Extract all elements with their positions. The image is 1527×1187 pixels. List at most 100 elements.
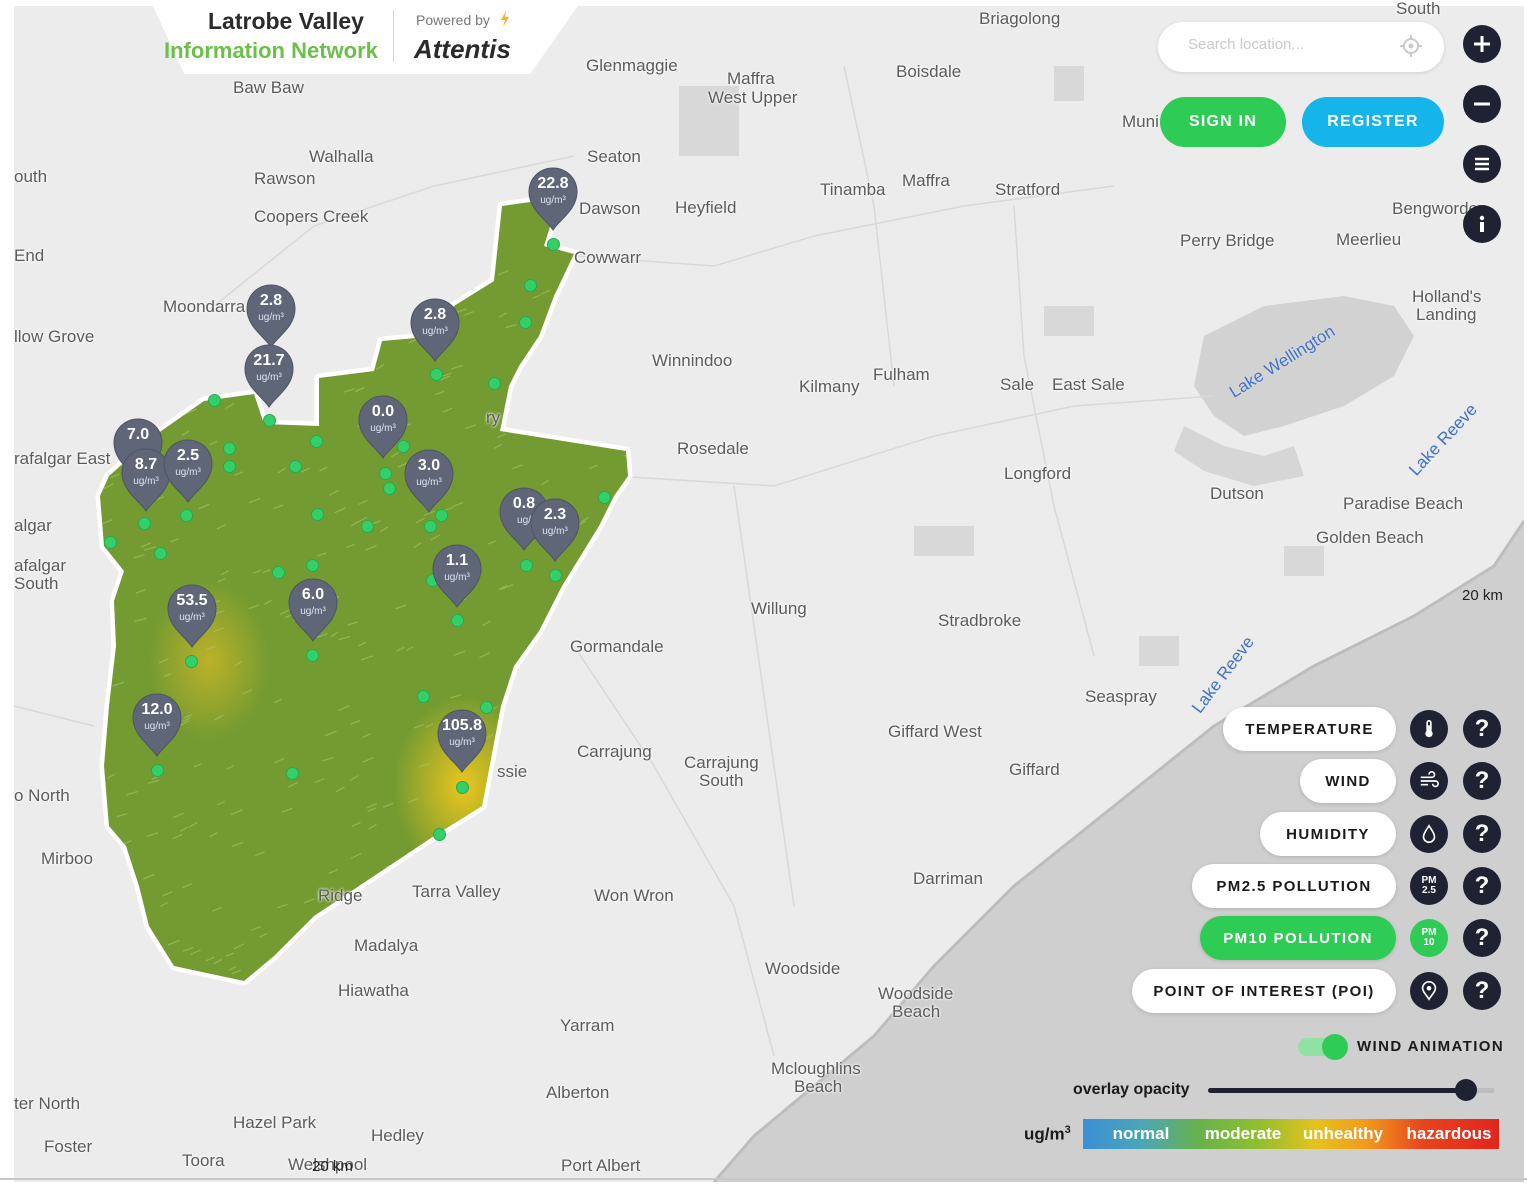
layer-button-wind[interactable]: WIND <box>1300 759 1396 803</box>
help-icon[interactable]: ? <box>1463 919 1501 957</box>
marker-unit: ug/m³ <box>258 312 284 323</box>
map-pin-icon[interactable] <box>1410 972 1448 1010</box>
map-pin-icon <box>437 709 487 773</box>
help-icon[interactable]: ? <box>1463 867 1501 905</box>
sensor-dot[interactable] <box>433 828 446 841</box>
scale-bottom: 20 km <box>312 1158 353 1175</box>
sensor-dot[interactable] <box>306 559 319 572</box>
sensor-dot[interactable] <box>263 414 276 427</box>
place-label: Baw Baw <box>233 78 304 97</box>
layer-button-pm2-5-pollution[interactable]: PM2.5 POLLUTION <box>1192 864 1396 908</box>
search-input[interactable] <box>1186 35 1390 54</box>
thermometer-icon[interactable] <box>1410 710 1448 748</box>
sensor-dot[interactable] <box>598 491 611 504</box>
place-label: Meerlieu <box>1336 230 1402 249</box>
place-label: Holland's <box>1412 287 1482 306</box>
sensor-dot[interactable] <box>151 764 164 777</box>
marker-unit: ug/m³ <box>256 372 282 383</box>
place-label: Perry Bridge <box>1180 231 1275 250</box>
layer-button-pm10-pollution[interactable]: PM10 POLLUTION <box>1200 916 1396 960</box>
sensor-dot[interactable] <box>480 701 493 714</box>
marker-value: 2.3 <box>543 506 567 523</box>
wind-icon[interactable] <box>1410 762 1448 800</box>
sensor-dot[interactable] <box>397 440 410 453</box>
place-label: Willung <box>751 599 807 618</box>
register-button[interactable]: REGISTER <box>1302 97 1444 147</box>
locate-target-icon[interactable] <box>1400 35 1422 57</box>
zoom-out-button[interactable] <box>1463 85 1501 123</box>
map-pin-icon <box>358 395 408 459</box>
marker-unit: ug/m³ <box>540 195 566 206</box>
marker-unit: ug/m³ <box>542 526 568 537</box>
sensor-dot[interactable] <box>549 569 562 582</box>
sensor-dot[interactable] <box>383 482 396 495</box>
sensor-dot[interactable] <box>104 536 117 549</box>
sensor-dot[interactable] <box>451 614 464 627</box>
marker-value: 0.0 <box>371 403 395 420</box>
overlay-opacity-slider[interactable] <box>1208 1088 1494 1093</box>
sensor-dot[interactable] <box>547 238 560 251</box>
sensor-dot[interactable] <box>520 559 533 572</box>
sensor-dot[interactable] <box>311 508 324 521</box>
sensor-dot[interactable] <box>223 460 236 473</box>
layer-button-temperature[interactable]: TEMPERATURE <box>1223 707 1396 751</box>
info-button[interactable] <box>1463 205 1501 243</box>
sensor-dot[interactable] <box>456 781 469 794</box>
droplet-icon[interactable] <box>1410 815 1448 853</box>
sensor-dot[interactable] <box>379 467 392 480</box>
layer-button-point-of-interest-poi[interactable]: POINT OF INTEREST (POI) <box>1132 969 1396 1013</box>
help-icon[interactable]: ? <box>1463 815 1501 853</box>
sensor-dot[interactable] <box>488 377 501 390</box>
sensor-dot[interactable] <box>417 690 430 703</box>
sensor-dot[interactable] <box>208 394 221 407</box>
sensor-dot[interactable] <box>435 509 448 522</box>
map-canvas[interactable] <box>14 6 1524 1182</box>
menu-button[interactable] <box>1463 145 1501 183</box>
overlay-opacity-slider-thumb[interactable] <box>1455 1079 1477 1101</box>
sensor-dot[interactable] <box>361 520 374 533</box>
sensor-dot[interactable] <box>180 509 193 522</box>
sensor-dot[interactable] <box>524 279 537 292</box>
sensor-dot[interactable] <box>286 767 299 780</box>
marker-value: 0.8 <box>512 495 536 512</box>
help-icon[interactable]: ? <box>1463 710 1501 748</box>
sensor-dot[interactable] <box>272 566 285 579</box>
sensor-dot[interactable] <box>430 368 443 381</box>
sensor-dot[interactable] <box>185 655 198 668</box>
plus-icon <box>1474 36 1490 52</box>
sensor-dot[interactable] <box>424 520 437 533</box>
help-icon[interactable]: ? <box>1463 972 1501 1010</box>
layer-button-humidity[interactable]: HUMIDITY <box>1260 812 1396 856</box>
help-icon[interactable]: ? <box>1463 762 1501 800</box>
wind-animation-toggle[interactable] <box>1322 1034 1348 1060</box>
pm-label: PM <box>1421 927 1437 938</box>
sensor-marker[interactable]: 2.3 ug/m³ <box>529 497 581 563</box>
place-label: Seaton <box>587 147 641 166</box>
zoom-in-button[interactable] <box>1463 25 1501 63</box>
sensor-dot[interactable] <box>138 517 151 530</box>
sensor-dot[interactable] <box>310 435 323 448</box>
sensor-dot[interactable] <box>154 547 167 560</box>
sign-in-button[interactable]: SIGN IN <box>1160 97 1286 147</box>
sensor-dot[interactable] <box>306 649 319 662</box>
sensor-dot[interactable] <box>289 460 302 473</box>
sensor-dot[interactable] <box>223 442 236 455</box>
sensor-dot[interactable] <box>519 316 532 329</box>
place-label: Yarram <box>560 1016 615 1035</box>
marker-unit: ug/m³ <box>144 721 170 732</box>
